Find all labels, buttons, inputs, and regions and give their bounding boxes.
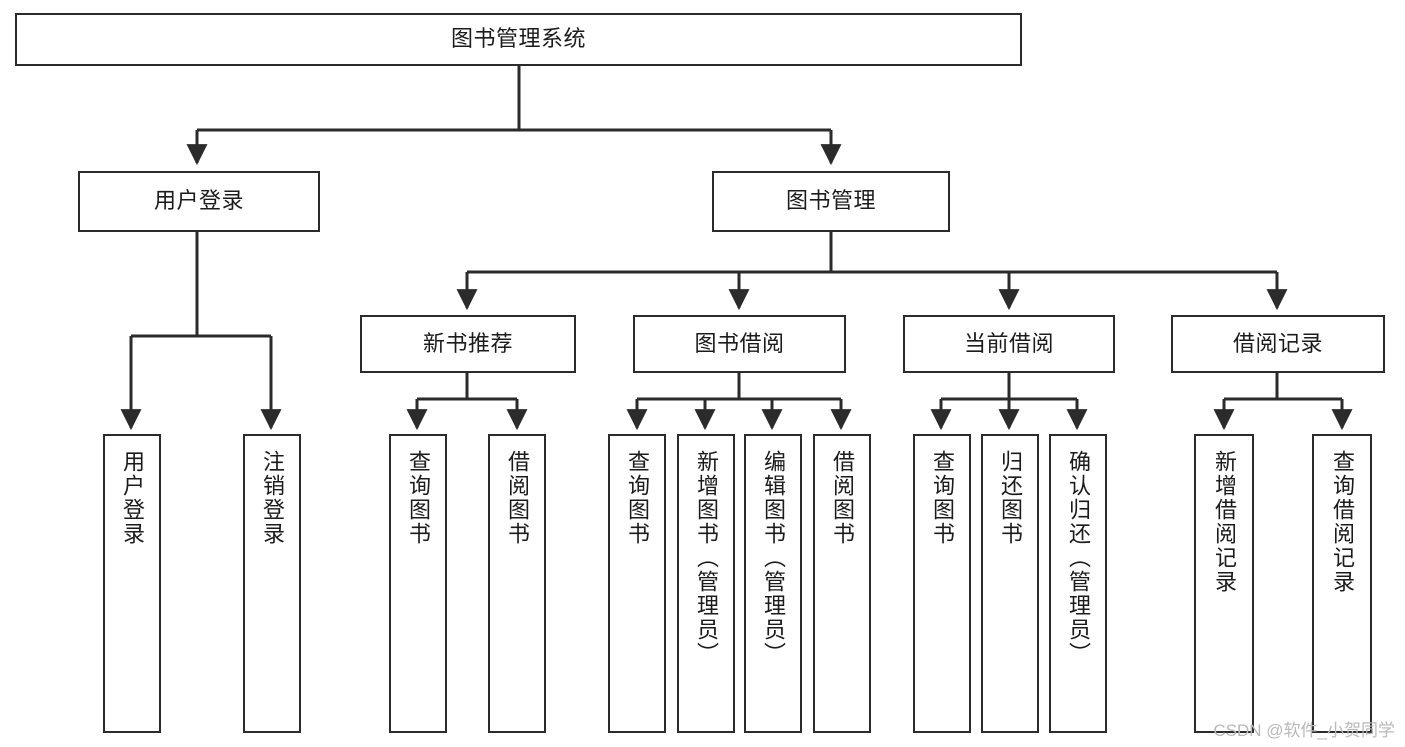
node-new-book-recommend-label: 新书推荐 [422,330,513,356]
node-leaf-query-book-3[interactable]: 查询图书 [913,434,971,733]
node-borrow-record-label: 借阅记录 [1232,330,1323,356]
node-current-borrow[interactable]: 当前借阅 [903,315,1115,373]
node-leaf-query-book-2[interactable]: 查询图书 [608,434,666,733]
node-new-book-recommend[interactable]: 新书推荐 [360,315,576,373]
node-current-borrow-label: 当前借阅 [963,330,1054,356]
node-leaf-query-book-3-label: 查询图书 [930,450,955,546]
node-root-label: 图书管理系统 [450,26,586,52]
node-book-manage[interactable]: 图书管理 [712,171,950,232]
node-leaf-return-book-label: 归还图书 [998,450,1023,546]
node-leaf-user-login[interactable]: 用户登录 [103,434,161,733]
node-borrow-record[interactable]: 借阅记录 [1171,315,1385,373]
node-leaf-query-book-2-label: 查询图书 [625,450,650,546]
node-leaf-logout[interactable]: 注销登录 [243,434,301,733]
node-leaf-borrow-book-1-label: 借阅图书 [505,450,530,546]
node-leaf-edit-book-label: 编辑图书（管理员） [761,450,786,666]
node-book-borrow-label: 图书借阅 [694,330,785,356]
node-user-login[interactable]: 用户登录 [78,171,320,232]
node-root[interactable]: 图书管理系统 [15,13,1022,66]
node-leaf-query-record-label: 查询借阅记录 [1330,450,1355,594]
node-user-login-label: 用户登录 [153,188,244,214]
node-leaf-confirm-return[interactable]: 确认归还（管理员） [1049,434,1107,733]
node-leaf-borrow-book-1[interactable]: 借阅图书 [488,434,546,733]
node-book-manage-label: 图书管理 [785,188,876,214]
node-leaf-add-record[interactable]: 新增借阅记录 [1194,434,1254,733]
node-leaf-add-book[interactable]: 新增图书（管理员） [677,434,735,733]
node-leaf-confirm-return-label: 确认归还（管理员） [1066,450,1091,666]
node-book-borrow[interactable]: 图书借阅 [633,315,846,373]
node-leaf-borrow-book-2[interactable]: 借阅图书 [813,434,871,733]
node-leaf-edit-book[interactable]: 编辑图书（管理员） [744,434,802,733]
node-leaf-borrow-book-2-label: 借阅图书 [830,450,855,546]
node-leaf-query-book-1-label: 查询图书 [406,450,431,546]
node-leaf-return-book[interactable]: 归还图书 [981,434,1039,733]
node-leaf-add-book-label: 新增图书（管理员） [694,450,719,666]
node-leaf-query-book-1[interactable]: 查询图书 [389,434,447,733]
node-leaf-logout-label: 注销登录 [260,450,285,546]
node-leaf-query-record[interactable]: 查询借阅记录 [1312,434,1372,733]
node-leaf-add-record-label: 新增借阅记录 [1212,450,1237,594]
node-leaf-user-login-label: 用户登录 [120,450,145,546]
